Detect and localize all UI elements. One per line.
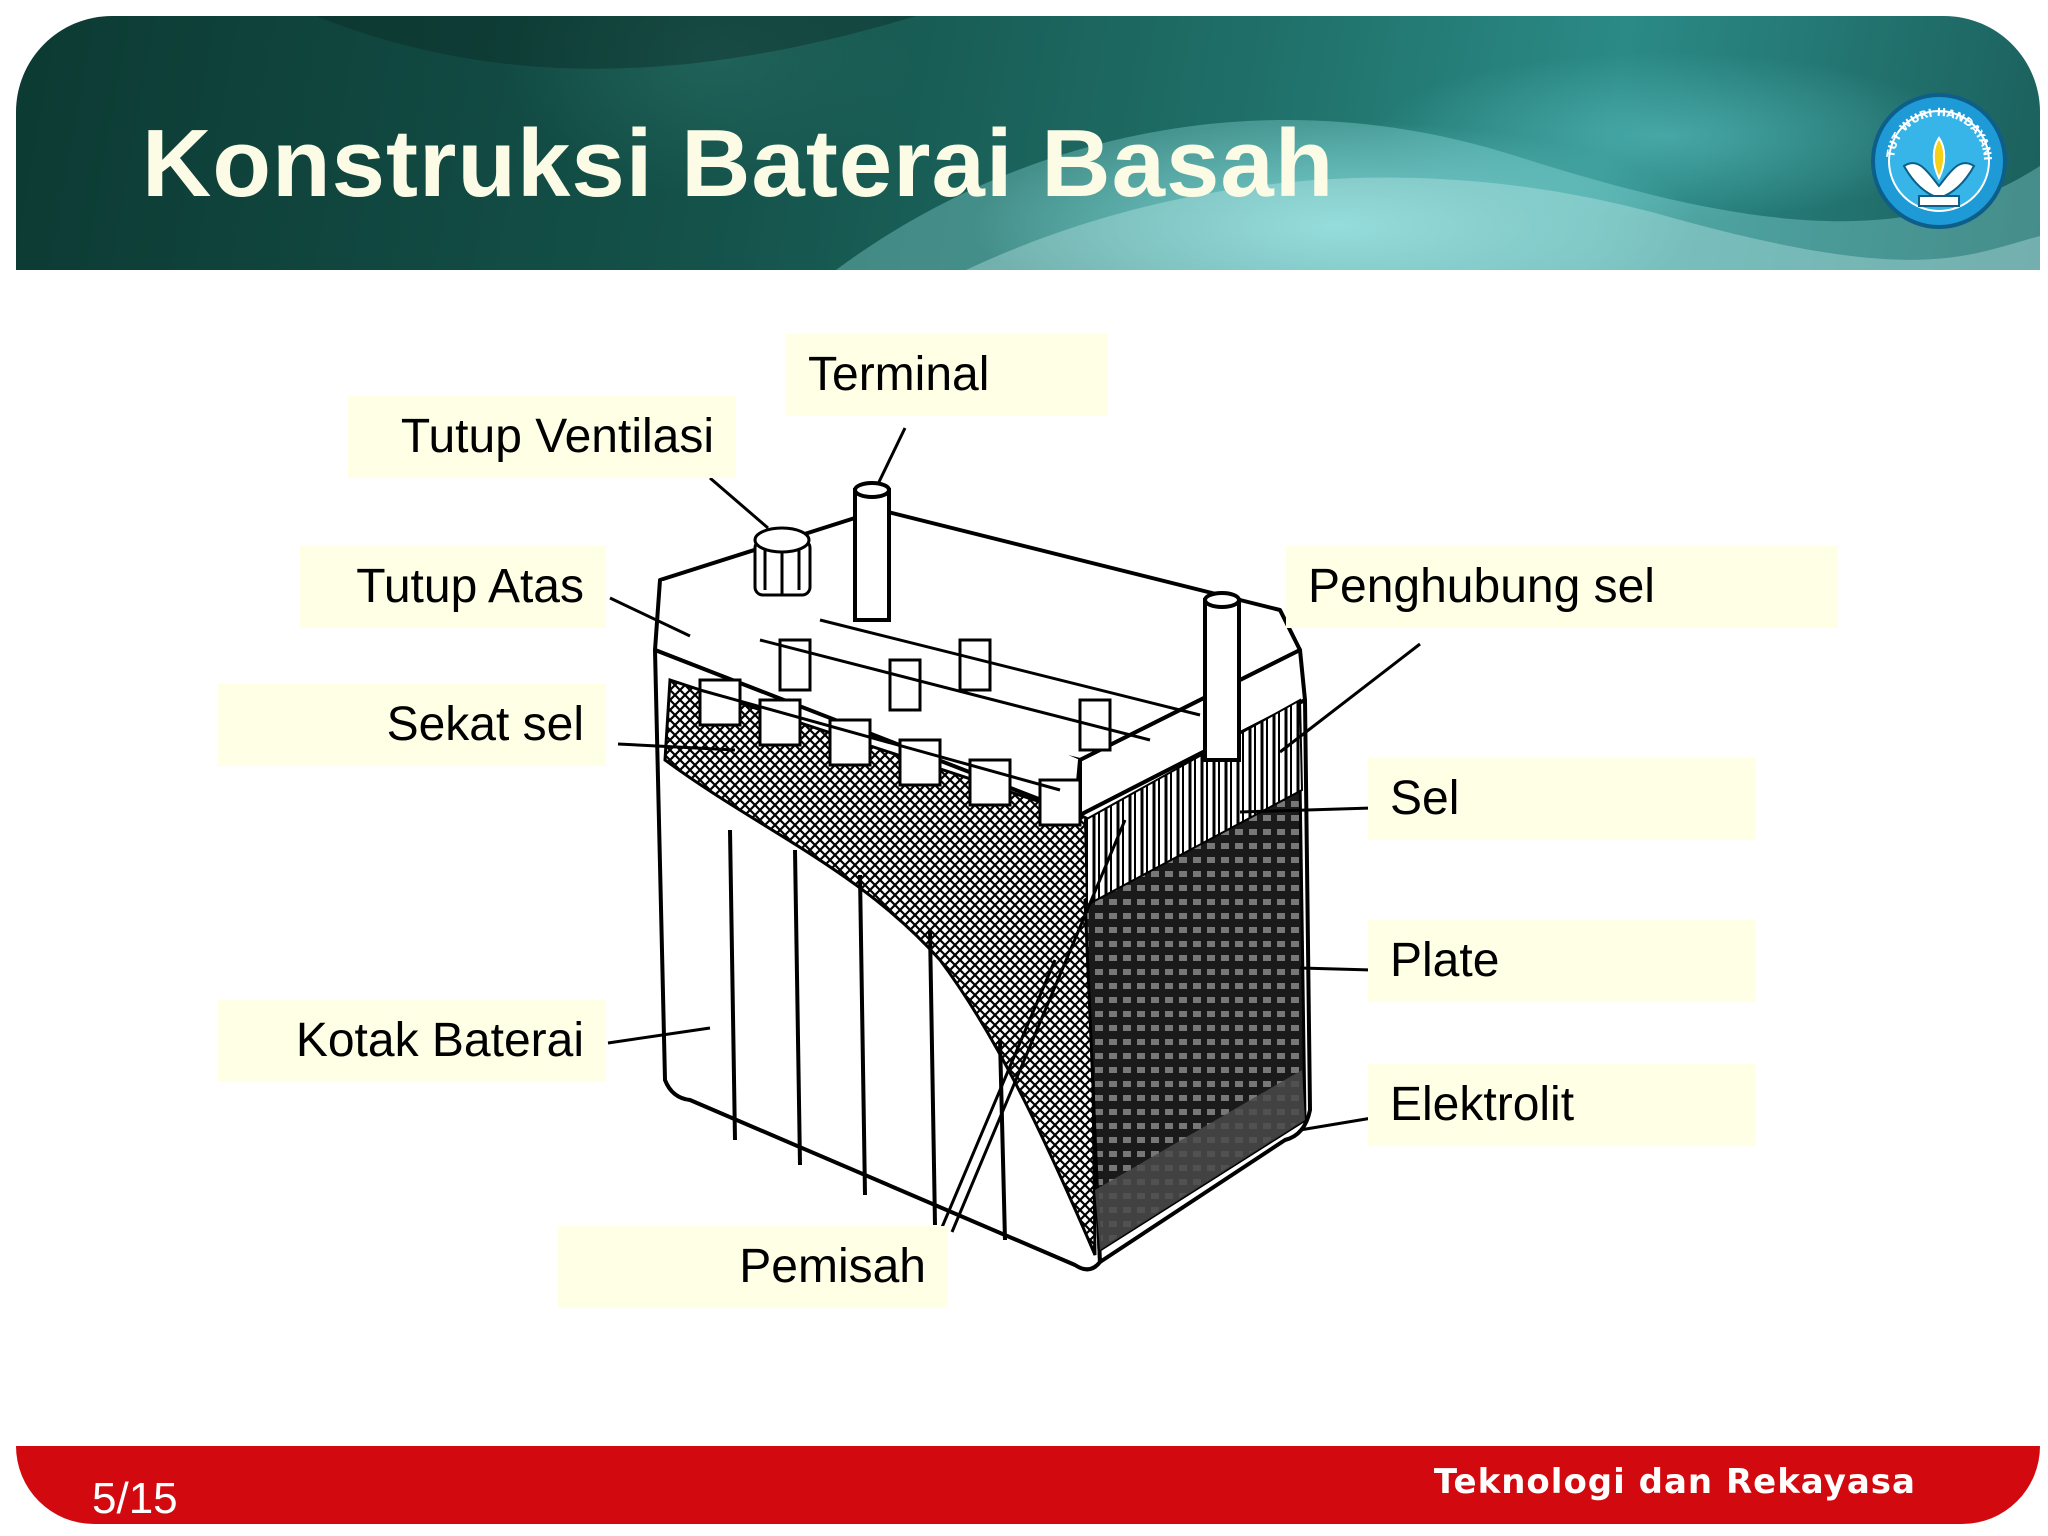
vent-cap [753, 526, 812, 597]
slide-footer: 5/15 Teknologi dan Rekayasa [16, 1446, 2040, 1524]
page-number: 5/15 [92, 1474, 178, 1523]
leader-tutup-ventilasi [709, 476, 769, 530]
leader-pemisah-1 [938, 959, 1057, 1233]
cutaway-plates-front [663, 677, 1097, 1256]
leader-tutup-atas [609, 596, 691, 638]
terminal-posts [853, 481, 1241, 762]
label-elektrolit: Elektrolit [1368, 1064, 1756, 1146]
slide-header: Konstruksi Baterai Basah TUT WURI HANDAY… [16, 16, 2040, 270]
leader-elektrolit [1299, 1116, 1373, 1132]
electrolyte-bottom [1095, 1070, 1305, 1250]
footer-course-title: Teknologi dan Rekayasa [1433, 1462, 1916, 1502]
label-plate: Plate [1368, 920, 1756, 1002]
leader-lines [607, 427, 1421, 1233]
header-swoosh-decoration [316, 16, 2040, 270]
leader-sekat-sel [617, 742, 736, 752]
internal-connectors [699, 618, 1201, 792]
leader-pemisah-2 [950, 819, 1127, 1233]
label-terminal: Terminal [786, 334, 1108, 416]
slide-title: Konstruksi Baterai Basah [142, 110, 1335, 217]
label-penghubung-sel: Penghubung sel [1286, 546, 1838, 628]
label-tutup-ventilasi: Tutup Ventilasi [348, 396, 736, 478]
battery-diagram [607, 427, 1421, 1272]
leader-terminal [876, 427, 907, 485]
tut-wuri-handayani-logo-icon: TUT WURI HANDAYANI [1871, 93, 2007, 229]
leader-plate [1299, 966, 1373, 972]
cell-partitions [728, 829, 1007, 1241]
label-sel: Sel [1368, 758, 1756, 840]
label-kotak-baterai: Kotak Baterai [218, 1000, 606, 1082]
label-sekat-sel: Sekat sel [218, 684, 606, 766]
label-tutup-atas: Tutup Atas [300, 546, 606, 628]
label-pemisah: Pemisah [558, 1226, 948, 1308]
leader-sel [1239, 806, 1373, 814]
leader-kotak-baterai [607, 1026, 711, 1045]
leader-penghubung-sel [1279, 642, 1421, 754]
